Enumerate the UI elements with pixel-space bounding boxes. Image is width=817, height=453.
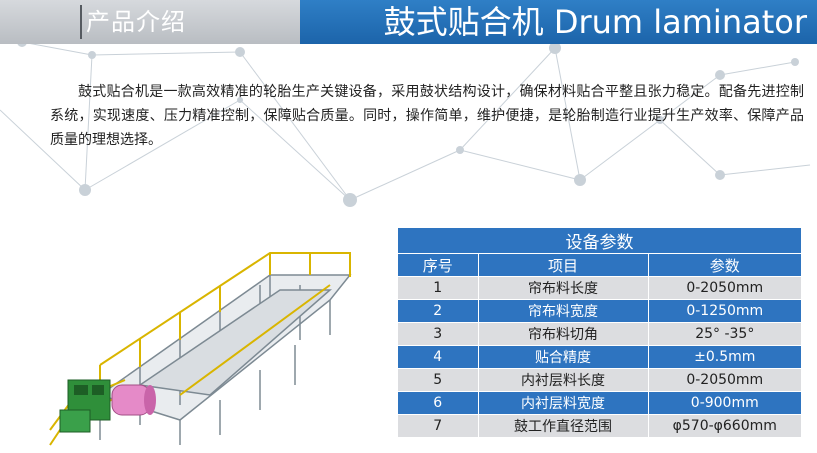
table-row: 4 贴合精度 ±0.5mm — [398, 345, 802, 369]
row-item: 内衬层料宽度 — [477, 391, 648, 415]
product-description: 鼓式贴合机是一款高效精准的轮胎生产关键设备，采用鼓状结构设计，确保材料贴合平整且… — [50, 84, 804, 148]
spec-table: 设备参数 序号 项目 参数 1 帘布料长度 0-2050mm 2 帘布料宽度 0… — [398, 228, 802, 438]
section-title: 产品介绍 — [80, 5, 186, 39]
table-row: 1 帘布料长度 0-2050mm — [398, 276, 802, 300]
column-header: 序号 — [398, 253, 478, 277]
header-right-band: 鼓式贴合机 Drum laminator — [300, 0, 817, 44]
row-item: 鼓工作直径范围 — [477, 414, 648, 438]
row-value: 0-900mm — [647, 391, 802, 415]
row-item: 帘布料宽度 — [477, 299, 648, 323]
drum-laminator-illustration — [49, 252, 352, 446]
table-row: 5 内衬层料长度 0-2050mm — [398, 368, 802, 392]
table-row: 6 内衬层料宽度 0-900mm — [398, 391, 802, 415]
row-number: 4 — [398, 345, 478, 369]
spec-table-title: 设备参数 — [398, 228, 802, 254]
row-number: 6 — [398, 391, 478, 415]
row-item: 帘布料切角 — [477, 322, 648, 346]
row-item: 帘布料长度 — [477, 276, 648, 300]
table-row: 3 帘布料切角 25° -35° — [398, 322, 802, 346]
row-value: ±0.5mm — [647, 345, 802, 369]
row-value: 0-2050mm — [647, 368, 802, 392]
row-number: 1 — [398, 276, 478, 300]
product-title: 鼓式贴合机 Drum laminator — [383, 3, 807, 41]
column-header: 项目 — [477, 253, 648, 277]
row-item: 贴合精度 — [477, 345, 648, 369]
row-value: 25° -35° — [647, 322, 802, 346]
row-value: 0-2050mm — [647, 276, 802, 300]
row-number: 3 — [398, 322, 478, 346]
row-value: 0-1250mm — [647, 299, 802, 323]
row-number: 2 — [398, 299, 478, 323]
row-item: 内衬层料长度 — [477, 368, 648, 392]
row-number: 5 — [398, 368, 478, 392]
table-row: 2 帘布料宽度 0-1250mm — [398, 299, 802, 323]
table-row: 7 鼓工作直径范围 φ570-φ660mm — [398, 414, 802, 438]
row-value: φ570-φ660mm — [647, 414, 802, 438]
column-header: 参数 — [647, 253, 802, 277]
header-left-band: 产品介绍 — [0, 0, 300, 44]
row-number: 7 — [398, 414, 478, 438]
